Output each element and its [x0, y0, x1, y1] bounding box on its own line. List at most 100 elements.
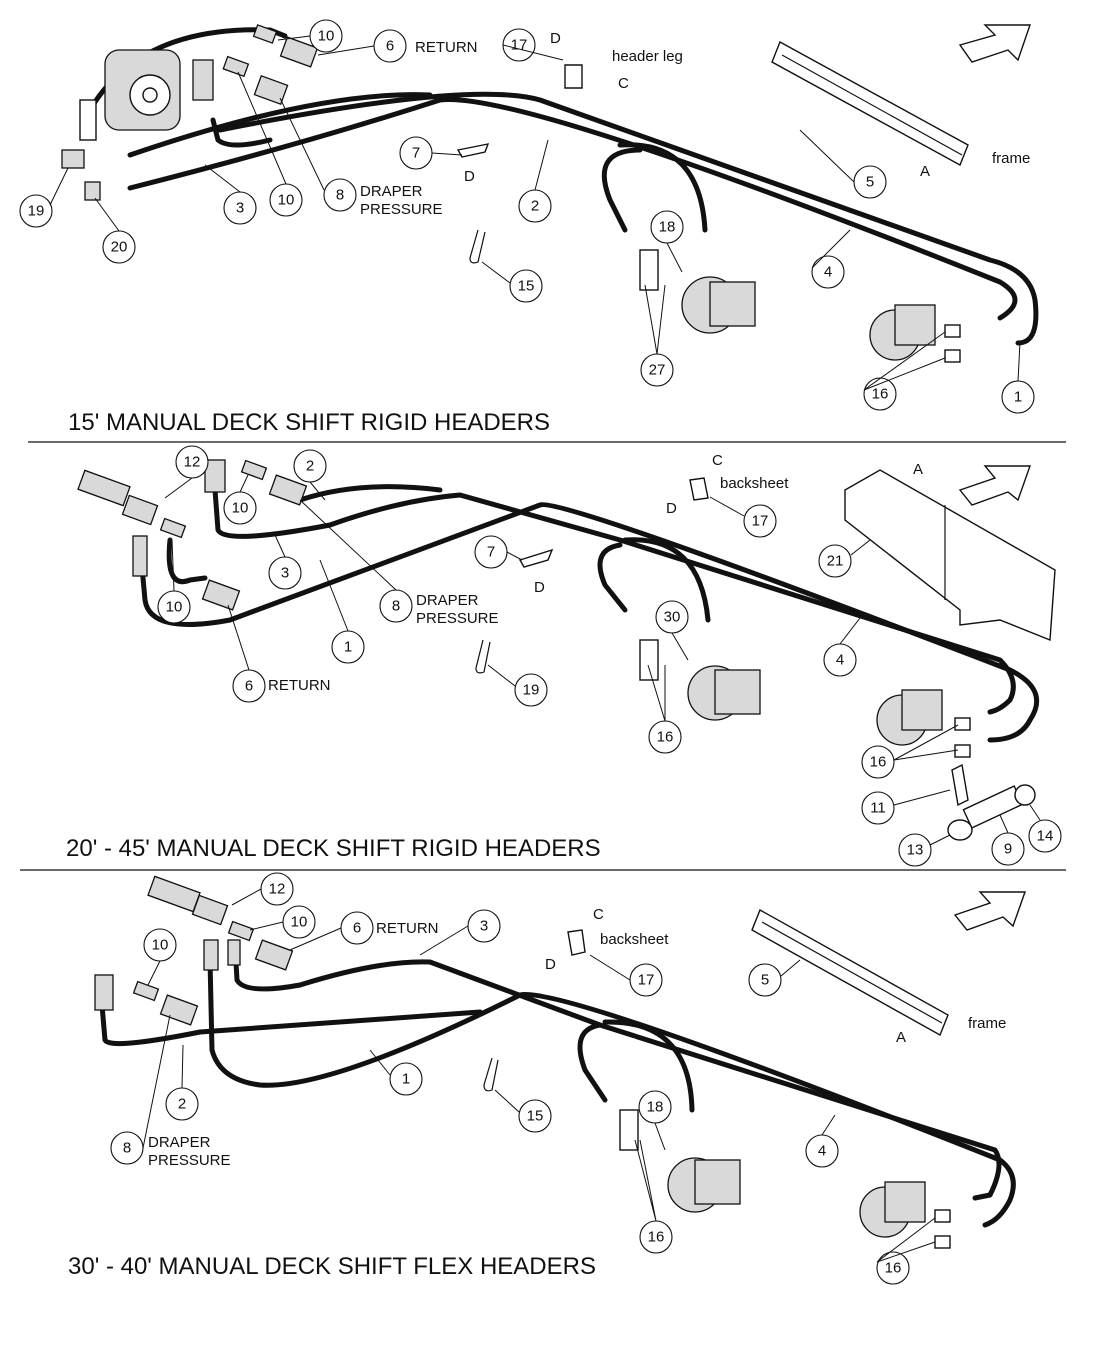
balloon: 8	[379, 589, 413, 623]
svg-text:3: 3	[281, 565, 289, 582]
direction-arrow	[958, 465, 1031, 506]
hose-3	[127, 97, 1018, 321]
balloon: 4	[811, 255, 845, 289]
balloon: 17	[743, 504, 777, 538]
svg-text:2: 2	[531, 198, 539, 215]
leader	[49, 35, 1021, 391]
label-d: D	[464, 168, 475, 185]
balloon: 8	[323, 178, 357, 212]
hose-1	[207, 957, 1016, 1228]
cap-14	[1014, 784, 1036, 806]
balloon: 16	[863, 377, 897, 411]
bracket-17	[564, 64, 583, 89]
balloon: 15	[509, 269, 543, 303]
fitting-10b	[159, 517, 187, 539]
balloon: 10	[223, 491, 257, 525]
motor-right	[859, 1181, 951, 1249]
svg-text:8: 8	[123, 1140, 131, 1157]
svg-text:16: 16	[648, 1229, 665, 1246]
svg-text:6: 6	[353, 920, 361, 937]
label-c: C	[593, 906, 604, 923]
leader	[164, 474, 1041, 846]
svg-text:12: 12	[184, 454, 201, 471]
motor-center	[639, 639, 761, 721]
balloon: 17	[502, 28, 536, 62]
balloon: 6	[232, 669, 266, 703]
hose-motor-b	[617, 142, 708, 233]
pin-15	[469, 229, 486, 264]
svg-text:17: 17	[638, 972, 655, 989]
svg-text:6: 6	[245, 678, 253, 695]
pin-15	[483, 1057, 499, 1092]
balloon: 1	[1001, 380, 1035, 414]
balloon: 10	[157, 590, 191, 624]
svg-text:10: 10	[232, 500, 249, 517]
svg-text:19: 19	[28, 203, 45, 220]
hose-end	[203, 939, 219, 971]
label-d: D	[545, 956, 556, 973]
svg-text:16: 16	[657, 729, 674, 746]
elbow	[94, 974, 114, 1011]
balloon: 11	[861, 791, 895, 825]
balloon: 7	[399, 136, 433, 170]
svg-text:19: 19	[523, 682, 540, 699]
balloon: 10	[269, 183, 303, 217]
fitting-19	[61, 149, 85, 169]
svg-text:13: 13	[907, 842, 924, 859]
section-30-40ft-flex: 12 10 6 3 10 2 8 1 15 18 16 17 5 4 16 RE…	[68, 872, 1026, 1285]
fitting-10a	[252, 24, 278, 44]
section-title: 20' - 45' MANUAL DECK SHIFT RIGID HEADER…	[66, 835, 601, 862]
section-20-45ft-rigid: 12 2 10 3 10 8 1 6 7 19 16 30 4 17 21 16…	[66, 445, 1062, 867]
coupler-6	[279, 36, 319, 68]
label-header-leg: header leg	[612, 48, 683, 65]
label-backsheet: backsheet	[720, 475, 789, 492]
svg-text:10: 10	[278, 192, 295, 209]
frame-5	[771, 41, 969, 166]
coupler-6	[254, 939, 294, 971]
balloon: 3	[268, 556, 302, 590]
balloon: 7	[474, 535, 508, 569]
balloon: 4	[823, 643, 857, 677]
hose-motor-b	[602, 1019, 695, 1113]
fitting-10b	[222, 55, 250, 78]
svg-text:8: 8	[336, 187, 344, 204]
label-d: D	[550, 30, 561, 47]
balloon: 10	[282, 905, 316, 939]
svg-text:15: 15	[527, 1108, 544, 1125]
motor-center	[619, 1109, 741, 1213]
svg-text:16: 16	[885, 1260, 902, 1277]
balloon: 16	[639, 1220, 673, 1254]
frame-5	[751, 909, 949, 1036]
balloon: 19	[514, 673, 548, 707]
svg-text:1: 1	[344, 639, 352, 656]
svg-text:20: 20	[111, 239, 128, 256]
motor-center	[639, 249, 756, 334]
balloon: 3	[223, 191, 257, 225]
hose-left	[210, 117, 273, 148]
balloon: 2	[165, 1087, 199, 1121]
hose-motor-b	[622, 537, 711, 623]
svg-text:16: 16	[870, 754, 887, 771]
label-c: C	[618, 75, 629, 92]
balloon: 15	[518, 1099, 552, 1133]
balloon: 17	[629, 963, 663, 997]
balloon: 19	[19, 194, 53, 228]
svg-text:1: 1	[402, 1071, 410, 1088]
balloon: 13	[898, 833, 932, 867]
svg-text:27: 27	[649, 362, 666, 379]
hose-3	[212, 487, 1016, 715]
label-draper: DRAPER	[416, 592, 479, 609]
leader	[142, 888, 936, 1263]
label-pressure: PRESSURE	[360, 201, 443, 218]
label-d: D	[534, 579, 545, 596]
balloon: 16	[861, 745, 895, 779]
label-frame: frame	[992, 150, 1030, 167]
fitting-20	[84, 181, 101, 201]
tube-9	[962, 785, 1024, 829]
svg-text:16: 16	[872, 386, 889, 403]
balloon: 3	[467, 909, 501, 943]
balloon: 14	[1028, 819, 1062, 853]
label-a: A	[913, 461, 923, 478]
pin-19	[475, 639, 491, 674]
hose-motor-a	[577, 1022, 608, 1103]
